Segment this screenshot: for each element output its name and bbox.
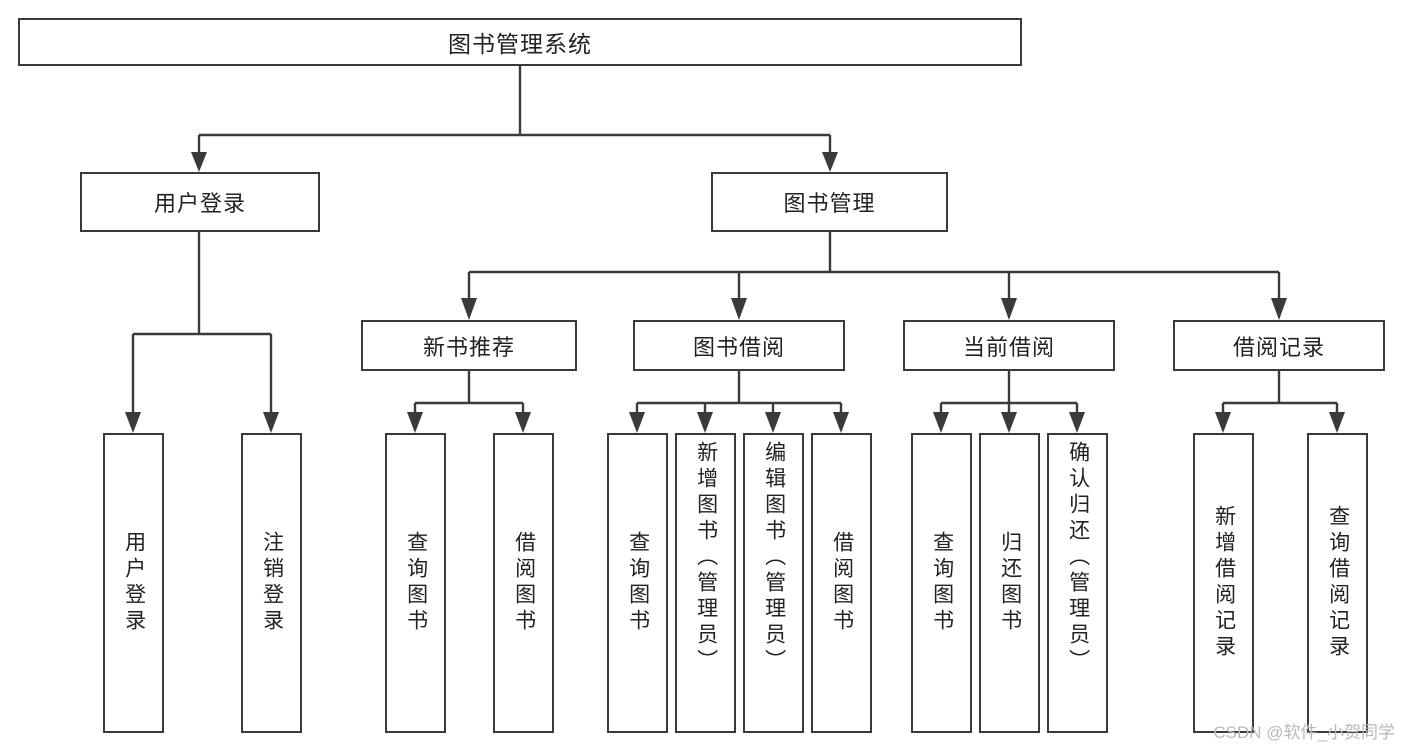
leaf-label: 编辑图书（管理员）: [762, 441, 786, 675]
arrow-current-leaf2: [1001, 412, 1017, 433]
leaf-label: 新增借阅记录: [1212, 505, 1236, 661]
leaf-label: 借阅图书: [830, 531, 854, 635]
leaf-label: 确认归还（管理员）: [1066, 441, 1090, 675]
leaf-record-add-record[interactable]: 新增借阅记录: [1193, 433, 1254, 733]
leaf-current-return-book[interactable]: 归还图书: [979, 433, 1040, 733]
arrow-borrow-leaf1: [629, 412, 645, 433]
arrow-new-leaf1: [407, 412, 423, 433]
leaf-label: 查询图书: [930, 531, 954, 635]
arrow-borrow-leaf2: [697, 412, 713, 433]
arrow-user-leaf1: [125, 412, 141, 433]
arrow-root-to-book: [822, 152, 838, 172]
arrow-user-leaf2: [263, 412, 279, 433]
arrow-new-leaf2: [515, 412, 531, 433]
leaf-borrow-borrow-book[interactable]: 借阅图书: [811, 433, 872, 733]
csdn-watermark: CSDN @软件_小贺同学: [1213, 718, 1395, 743]
leaf-borrow-query-book[interactable]: 查询图书: [607, 433, 668, 733]
leaf-borrow-add-book-admin[interactable]: 新增图书（管理员）: [675, 433, 736, 733]
arrow-borrow-leaf3: [765, 412, 781, 433]
leaf-current-confirm-return-admin[interactable]: 确认归还（管理员）: [1047, 433, 1108, 733]
arrow-record-leaf1: [1215, 412, 1231, 433]
leaf-current-query-book[interactable]: 查询图书: [911, 433, 972, 733]
arrow-book-to-record: [1271, 298, 1287, 320]
leaf-label: 用户登录: [122, 531, 146, 635]
leaf-label: 新增图书（管理员）: [694, 441, 718, 675]
node-book-management[interactable]: 图书管理: [711, 172, 948, 232]
arrow-record-leaf2: [1329, 412, 1345, 433]
leaf-label: 借阅图书: [512, 531, 536, 635]
node-label: 图书管理: [783, 191, 876, 216]
watermark-text: CSDN @软件_小贺同学: [1213, 723, 1395, 742]
leaf-label: 注销登录: [260, 531, 284, 635]
arrow-borrow-leaf4: [833, 412, 849, 433]
arrow-current-leaf3: [1069, 412, 1085, 433]
node-user-login[interactable]: 用户登录: [80, 172, 320, 232]
leaf-user-logout[interactable]: 注销登录: [241, 433, 302, 733]
node-new-book-recommend[interactable]: 新书推荐: [361, 320, 577, 371]
node-root-system[interactable]: 图书管理系统: [18, 18, 1022, 66]
arrow-current-leaf1: [933, 412, 949, 433]
arrow-root-to-user: [191, 152, 207, 172]
leaf-label: 查询图书: [626, 531, 650, 635]
leaf-label: 查询图书: [404, 531, 428, 635]
arrow-book-to-borrow: [731, 298, 747, 320]
leaf-user-login[interactable]: 用户登录: [103, 433, 164, 733]
node-book-borrow[interactable]: 图书借阅: [633, 320, 845, 371]
leaf-record-query-record[interactable]: 查询借阅记录: [1307, 433, 1368, 733]
node-current-borrow[interactable]: 当前借阅: [903, 320, 1115, 371]
arrow-book-to-current: [1001, 298, 1017, 320]
node-borrow-record[interactable]: 借阅记录: [1173, 320, 1385, 371]
leaf-new-borrow-book[interactable]: 借阅图书: [493, 433, 554, 733]
node-label: 当前借阅: [962, 334, 1055, 360]
node-label: 图书管理系统: [448, 31, 592, 57]
leaf-label: 查询借阅记录: [1326, 505, 1350, 661]
arrow-book-to-new: [461, 298, 477, 320]
leaf-borrow-edit-book-admin[interactable]: 编辑图书（管理员）: [743, 433, 804, 733]
node-label: 用户登录: [153, 191, 246, 216]
node-label: 新书推荐: [422, 334, 515, 360]
leaf-label: 归还图书: [998, 531, 1022, 635]
node-label: 借阅记录: [1232, 334, 1325, 360]
node-label: 图书借阅: [692, 334, 785, 360]
leaf-new-query-book[interactable]: 查询图书: [385, 433, 446, 733]
